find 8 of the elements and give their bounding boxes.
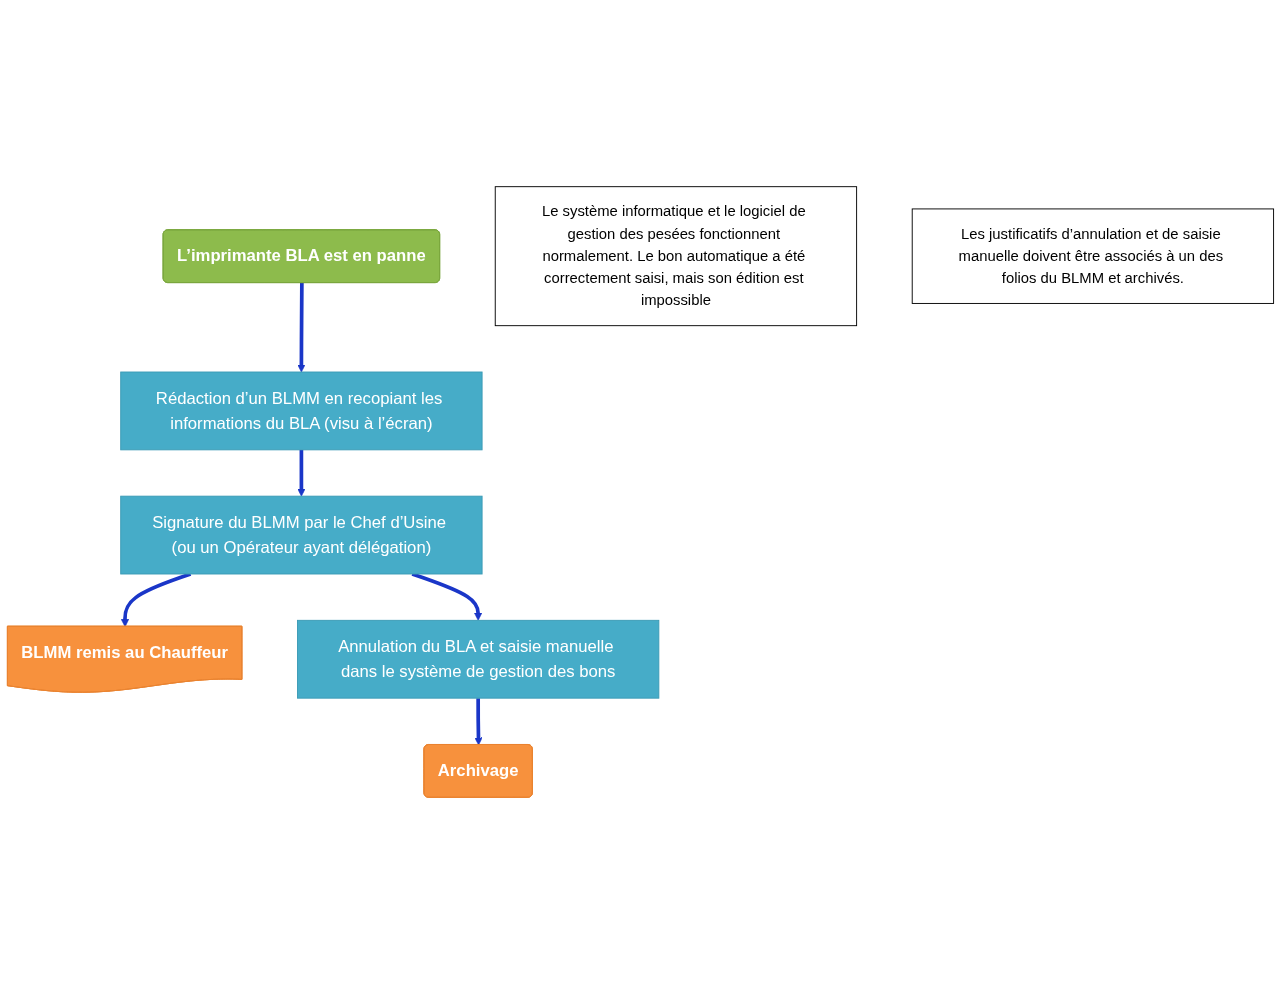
- arrow: [474, 698, 483, 746]
- node-box: Le système informatique et le logiciel de gestion des pesées fonctionnent normalement. Le bon automatique a été correctement saisi, mais son édition est impossible: [494, 186, 858, 327]
- arrow: [297, 449, 306, 497]
- node-box: Rédaction d’un BLMM en recopiant les informations du BLA (visu à l’écran): [120, 371, 483, 451]
- node-box: Annulation du BLA et saisie manuelle dans le système de gestion des bons: [297, 619, 660, 699]
- node-box: Les justificatifs d’annulation et de saisie manuelle doivent être associés à un des folios du BLMM et archivés.: [911, 208, 1275, 304]
- arrow: [297, 283, 306, 373]
- node-box: Signature du BLMM par le Chef d’Usine (ou un Opérateur ayant délégation): [120, 495, 483, 575]
